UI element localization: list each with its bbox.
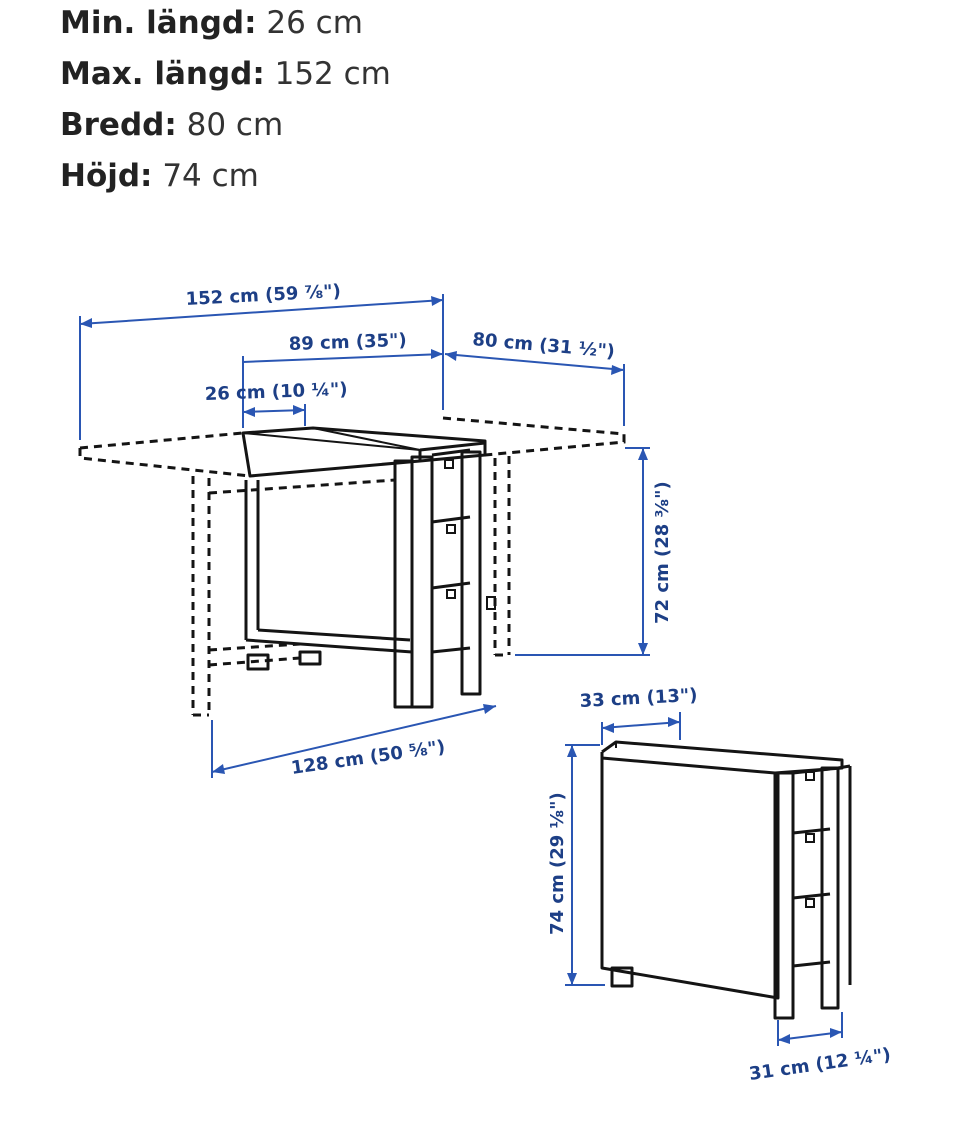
spec-value: 74 cm [162, 158, 259, 194]
folded-table-drawing [600, 740, 852, 1020]
spec-label: Min. längd: [60, 5, 257, 41]
label-leg-span: 128 cm (50 ⅝") [290, 737, 447, 779]
label-height-open: 72 cm (28 ⅜") [652, 481, 673, 624]
label-height-folded: 74 cm (29 ⅛") [547, 792, 568, 935]
spec-value: 26 cm [266, 5, 363, 41]
spec-list: Min. längd: 26 cm Max. längd: 152 cm Bre… [60, 0, 391, 204]
spec-height: Höjd: 74 cm [60, 153, 391, 204]
label-max-length: 152 cm (59 ⅞") [185, 281, 341, 310]
label-base-depth: 31 cm (12 ¼") [748, 1044, 892, 1085]
spec-label: Bredd: [60, 107, 177, 143]
open-table-dimensions [79, 294, 650, 778]
spec-label: Max. längd: [60, 56, 265, 92]
open-table-drawing [78, 416, 626, 717]
label-folded-depth: 33 cm (13") [579, 685, 698, 712]
spec-max-length: Max. längd: 152 cm [60, 51, 391, 102]
label-min-length: 26 cm (10 ¼") [204, 379, 347, 405]
folded-table-dimensions [565, 712, 843, 1046]
spec-min-length: Min. längd: 26 cm [60, 0, 391, 51]
spec-value: 152 cm [274, 56, 391, 92]
label-middle-length: 89 cm (35") [288, 330, 407, 355]
spec-value: 80 cm [186, 107, 284, 143]
spec-label: Höjd: [60, 158, 153, 194]
spec-width: Bredd: 80 cm [60, 102, 391, 153]
